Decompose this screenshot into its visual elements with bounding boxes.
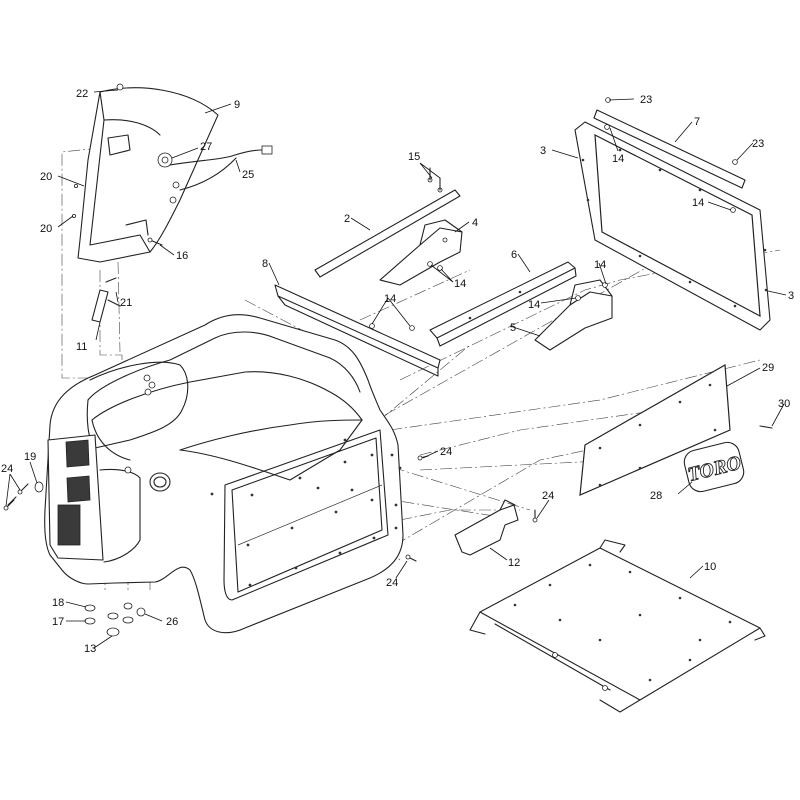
- callout-23: 23: [752, 138, 764, 150]
- leader-lines: [5, 89, 787, 649]
- hood-body: [3, 314, 404, 637]
- callout-7: 7: [694, 116, 700, 128]
- callout-5: 5: [510, 322, 516, 334]
- strap-2: [314, 167, 461, 278]
- callout-14: 14: [594, 259, 606, 271]
- panel-holes: [598, 383, 717, 487]
- callout-18: 18: [52, 597, 64, 609]
- panel-29: [579, 364, 773, 496]
- callout-14: 14: [454, 278, 466, 290]
- callout-29: 29: [762, 362, 774, 374]
- pan-holes: [513, 563, 732, 682]
- rail-6: [429, 261, 577, 347]
- callout-24: 24: [440, 446, 452, 458]
- callout-3: 3: [540, 145, 546, 157]
- callout-30: 30: [778, 398, 790, 410]
- bracket-12: [454, 499, 519, 556]
- callout-10: 10: [704, 561, 716, 573]
- callout-8: 8: [262, 258, 268, 270]
- callout-23: 23: [640, 94, 652, 106]
- callout-labels: 22 9 27 25 20 20 16 21 11 15 2 4 14 8 14…: [1, 88, 794, 655]
- callout-22: 22: [76, 88, 88, 100]
- callout-26: 26: [166, 616, 178, 628]
- callout-19: 19: [24, 451, 36, 463]
- logo-plate-28: TORO: [683, 441, 745, 493]
- frame-3: [574, 121, 771, 331]
- callout-17: 17: [52, 616, 64, 628]
- callout-12: 12: [508, 557, 520, 569]
- bracket-4: [379, 219, 463, 286]
- callout-14: 14: [612, 153, 624, 165]
- seat-support-9: [72, 83, 273, 323]
- callout-2: 2: [344, 213, 350, 225]
- callout-27: 27: [200, 141, 212, 153]
- callout-16: 16: [176, 250, 188, 262]
- strap-7: [593, 97, 746, 213]
- callout-3: 3: [788, 290, 794, 302]
- callout-6: 6: [511, 249, 517, 261]
- callout-13: 13: [84, 643, 96, 655]
- callout-14: 14: [384, 293, 396, 305]
- callout-14: 14: [692, 197, 704, 209]
- callout-4: 4: [472, 217, 478, 229]
- channel-8: [274, 284, 441, 377]
- callout-21: 21: [120, 297, 132, 309]
- frame-holes: [581, 148, 768, 308]
- callout-9: 9: [234, 99, 240, 111]
- callout-28: 28: [650, 490, 662, 502]
- callout-11: 11: [76, 341, 87, 353]
- callout-14: 14: [528, 299, 540, 311]
- callout-20: 20: [40, 171, 52, 183]
- callout-24: 24: [542, 490, 554, 502]
- bracket-5: [534, 279, 613, 351]
- callout-24: 24: [386, 577, 398, 589]
- rivet-dots: [210, 438, 402, 587]
- callout-25: 25: [242, 169, 254, 181]
- callout-24: 24: [1, 463, 13, 475]
- callout-20: 20: [40, 223, 52, 235]
- floor-pan-10: [469, 539, 766, 713]
- callout-15: 15: [408, 151, 420, 163]
